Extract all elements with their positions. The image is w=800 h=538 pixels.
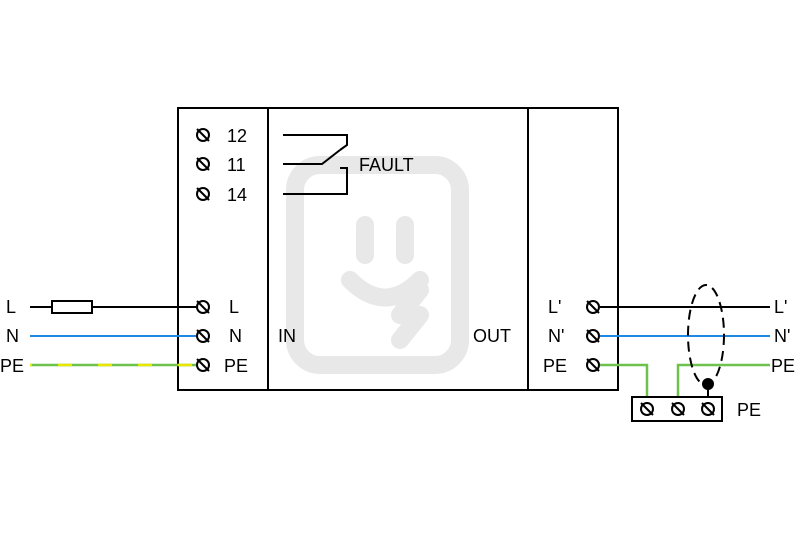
ext-out-label-l: L' [774,297,787,317]
input-terminal-pe: PE [224,356,248,376]
input-terminal-l: L [229,297,239,317]
output-wires [600,306,770,404]
ext-out-label-n: N' [774,326,790,346]
watermark-plug-icon [286,156,469,374]
device-housing [177,107,619,391]
relay-terminal-12: 12 [227,126,247,146]
screw-terminal-icon [196,128,210,142]
fault-label: FAULT [359,155,414,175]
screw-terminal-icon [196,157,210,171]
output-terminal-pe: PE [543,356,567,376]
ext-label-l: L [6,297,16,317]
input-terminals [196,300,210,372]
out-label: OUT [473,326,511,346]
screw-terminal-icon [640,402,654,416]
input-terminal-n: N [229,326,242,346]
cable-shield [687,284,725,386]
screw-terminal-icon [671,402,685,416]
input-wires [30,300,196,367]
output-terminal-l: L' [548,297,561,317]
pe-bar-label: PE [737,400,761,420]
screw-terminal-icon [196,358,210,372]
in-label: IN [278,326,296,346]
ext-out-label-pe: PE [771,356,795,376]
screw-terminal-icon [586,329,600,343]
screw-terminal-icon [196,329,210,343]
relay-contact-icon [283,134,348,195]
screw-terminal-icon [701,402,715,416]
relay-terminals: 12 11 14 [196,126,247,205]
pe-terminal-bar [631,396,723,422]
relay-terminal-14: 14 [227,185,247,205]
relay-terminal-11: 11 [227,155,246,175]
ext-label-n: N [6,326,19,346]
screw-terminal-icon [196,187,210,201]
output-terminal-n: N' [548,326,564,346]
screw-terminal-icon [586,300,600,314]
screw-terminal-icon [586,358,600,372]
fuse-icon [51,300,93,314]
screw-terminal-icon [196,300,210,314]
output-terminals [586,300,600,372]
ext-label-pe: PE [0,356,24,376]
